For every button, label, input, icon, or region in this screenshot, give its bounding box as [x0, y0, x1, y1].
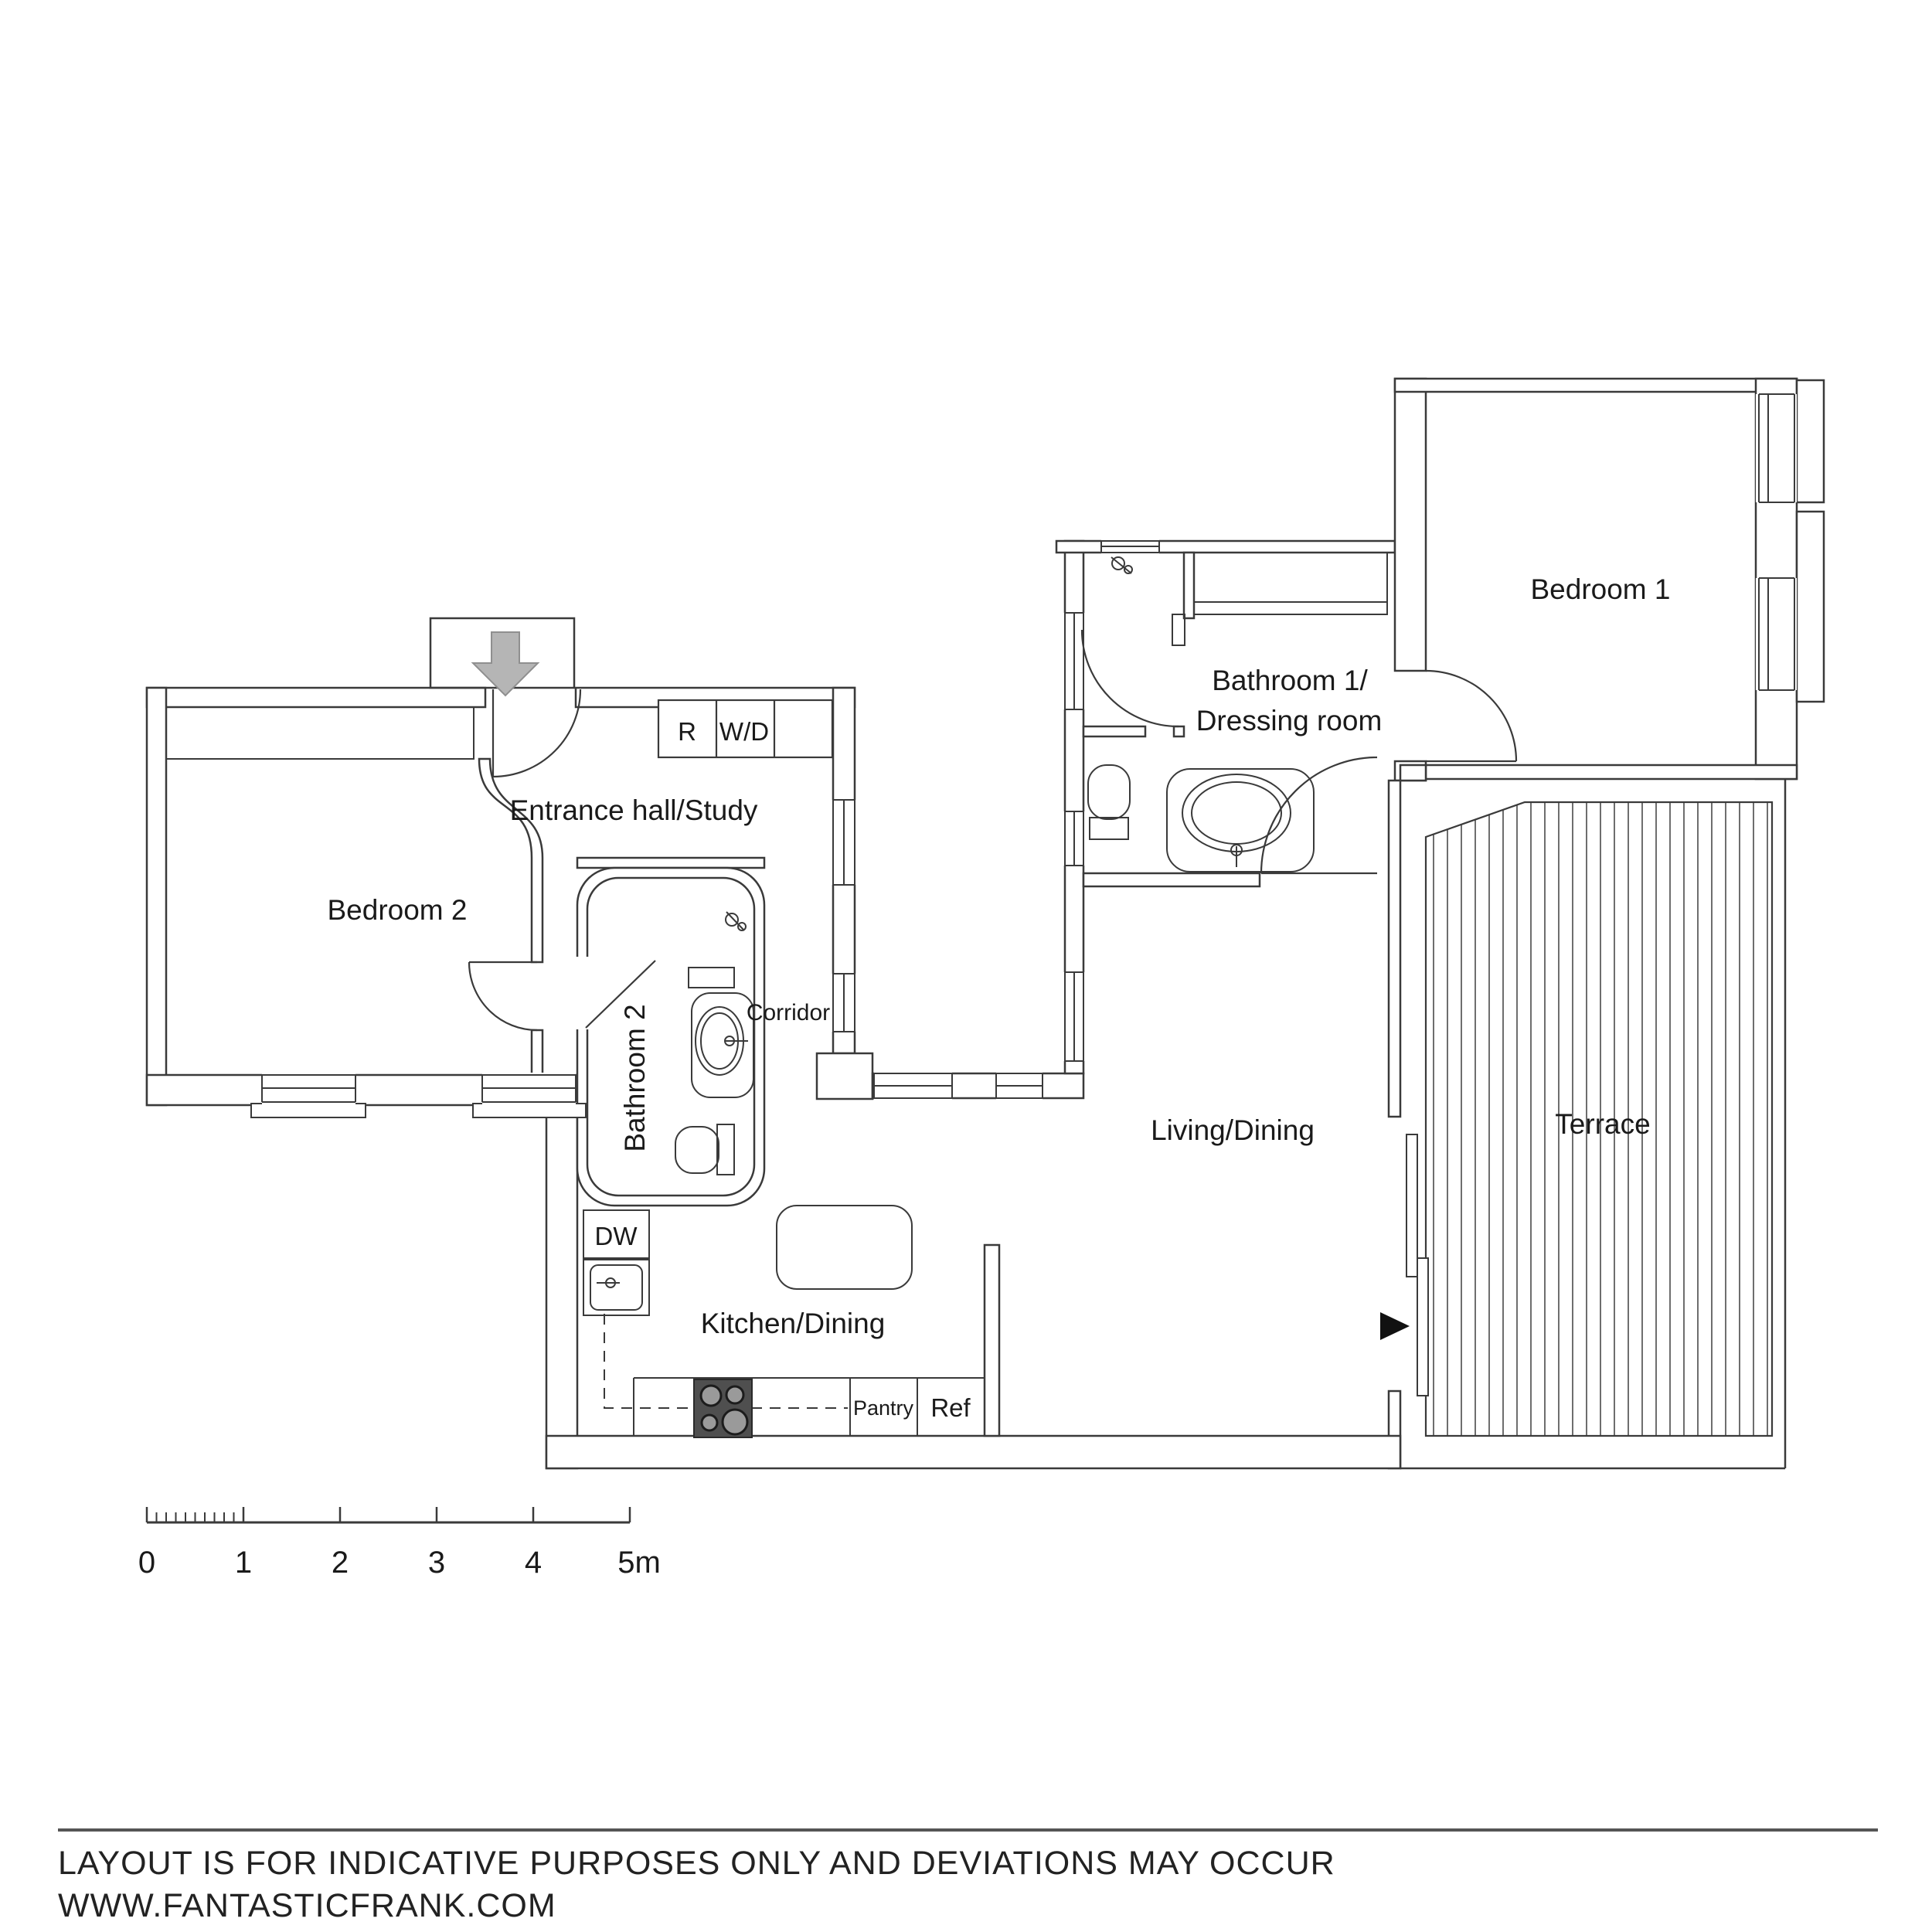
scale-label-4: 4	[525, 1546, 542, 1580]
counter-dividers	[849, 1378, 918, 1436]
scale-bar: 0 1 2 3 4 5m	[138, 1507, 661, 1580]
room-label-bedroom2: Bedroom 2	[328, 894, 468, 926]
door-bedroom2	[468, 961, 538, 1032]
wall-kitchen-left	[545, 1104, 579, 1470]
counter-edge	[633, 1377, 985, 1436]
window	[873, 1071, 953, 1100]
wall-bathroom2-top	[576, 856, 766, 869]
windows	[250, 393, 1797, 1118]
entrance-arrow-icon	[471, 631, 540, 697]
door-bedroom1	[1425, 669, 1518, 763]
window	[1100, 539, 1160, 555]
label-ref: Ref	[930, 1393, 971, 1422]
stove-icon	[693, 1379, 753, 1438]
wall-bedroom2-partition-lower	[530, 1029, 544, 1077]
footer-disclaimer: LAYOUT IS FOR INDICATIVE PURPOSES ONLY A…	[58, 1845, 1335, 1882]
bedroom2-closet	[165, 706, 474, 760]
wall-kitchen-partition	[983, 1243, 1001, 1437]
scale-label-5m: 5m	[617, 1546, 661, 1580]
room-labels: Bedroom 1 Bedroom 2 Entrance hall/Study …	[328, 573, 1671, 1339]
wall-bedroom1-bottom	[1424, 764, 1798, 781]
wall-bottom	[545, 1434, 1402, 1470]
bathroom1-fixtures	[1087, 552, 1388, 872]
room-label-entrance: Entrance hall/Study	[510, 794, 758, 826]
label-pantry: Pantry	[853, 1396, 914, 1420]
wall-top-left	[145, 686, 487, 709]
window	[1063, 971, 1086, 1062]
kitchen-sink-icon	[583, 1259, 650, 1316]
footer-website: WWW.FANTASTICFRANK.COM	[58, 1887, 556, 1924]
appliance-labels: R W/D DW Pantry Ref	[595, 717, 971, 1422]
room-label-bathroom1-line1: Bathroom 1/	[1212, 665, 1368, 696]
window	[472, 1073, 587, 1118]
window	[831, 973, 857, 1032]
label-washer-dryer: W/D	[719, 717, 769, 746]
window-sill-box-2	[1795, 510, 1825, 703]
room-label-living: Living/Dining	[1151, 1114, 1315, 1146]
wall-bedroom1-left-upper	[1393, 377, 1427, 672]
window	[1756, 577, 1797, 691]
wall-shower-partition	[1182, 551, 1196, 620]
label-refrigerator: R	[678, 717, 696, 746]
kitchen-fixtures	[583, 1205, 985, 1438]
shower-faucet-icon	[725, 911, 747, 931]
wall-bedroom1-top	[1393, 377, 1798, 393]
wall-shower-stub	[1172, 725, 1185, 738]
toilet-icon	[1087, 764, 1131, 840]
niche-shelf	[1172, 614, 1185, 646]
bathroom2-sink-icon	[691, 992, 754, 1098]
window	[1063, 811, 1086, 866]
terrace-door	[1380, 1134, 1429, 1396]
room-label-bathroom2: Bathroom 2	[619, 1004, 651, 1151]
counter-dashed-line	[604, 1314, 848, 1409]
door-dressing-living	[1260, 756, 1378, 875]
scale-label-1: 1	[235, 1546, 252, 1580]
wall-shower-bottom	[1082, 725, 1147, 738]
scale-label-2: 2	[332, 1546, 349, 1580]
room-label-bedroom1: Bedroom 1	[1531, 573, 1671, 605]
terrace-door-arrow-icon	[1380, 1312, 1410, 1340]
window	[831, 799, 857, 886]
door-bathroom2	[573, 957, 656, 1029]
bathtub-sink-icon	[1166, 768, 1315, 872]
scale-label-0: 0	[138, 1546, 155, 1580]
kitchen-island	[776, 1205, 913, 1290]
wall-jog	[1399, 764, 1427, 782]
window-sill-box-1	[1795, 379, 1825, 504]
wall-left	[145, 686, 168, 1107]
dishwasher-box	[583, 1209, 650, 1259]
window	[1756, 393, 1797, 503]
label-dishwasher: DW	[595, 1222, 638, 1250]
wall-corridor-step	[815, 1052, 874, 1100]
terrace-boundary	[1400, 779, 1787, 1470]
window	[1063, 612, 1086, 710]
bathroom2-fixtures	[675, 911, 754, 1175]
sliding-panel	[1417, 1257, 1429, 1396]
laundry-cabinets	[657, 699, 834, 759]
door-shower-room	[1080, 629, 1179, 728]
wall-terrace-upper	[1387, 779, 1402, 1118]
entrance-porch	[429, 617, 576, 697]
window	[250, 1073, 366, 1118]
toilet-icon	[675, 1124, 735, 1175]
window	[995, 1071, 1043, 1100]
footer: LAYOUT IS FOR INDICATIVE PURPOSES ONLY A…	[58, 1828, 1878, 1924]
room-label-bathroom1-line2: Dressing room	[1196, 705, 1383, 736]
door-entrance	[492, 689, 582, 778]
sliding-panel	[1406, 1134, 1418, 1277]
doors	[468, 629, 1518, 1032]
room-label-terrace: Terrace	[1555, 1108, 1650, 1140]
room-label-kitchen: Kitchen/Dining	[701, 1308, 886, 1339]
scale-label-3: 3	[428, 1546, 445, 1580]
shower-shelf	[688, 967, 735, 988]
wardrobe	[1193, 552, 1388, 615]
wall-dressing-bottom	[1082, 872, 1261, 888]
room-label-corridor: Corridor	[747, 1000, 830, 1026]
shower-faucet-icon	[1111, 556, 1133, 574]
